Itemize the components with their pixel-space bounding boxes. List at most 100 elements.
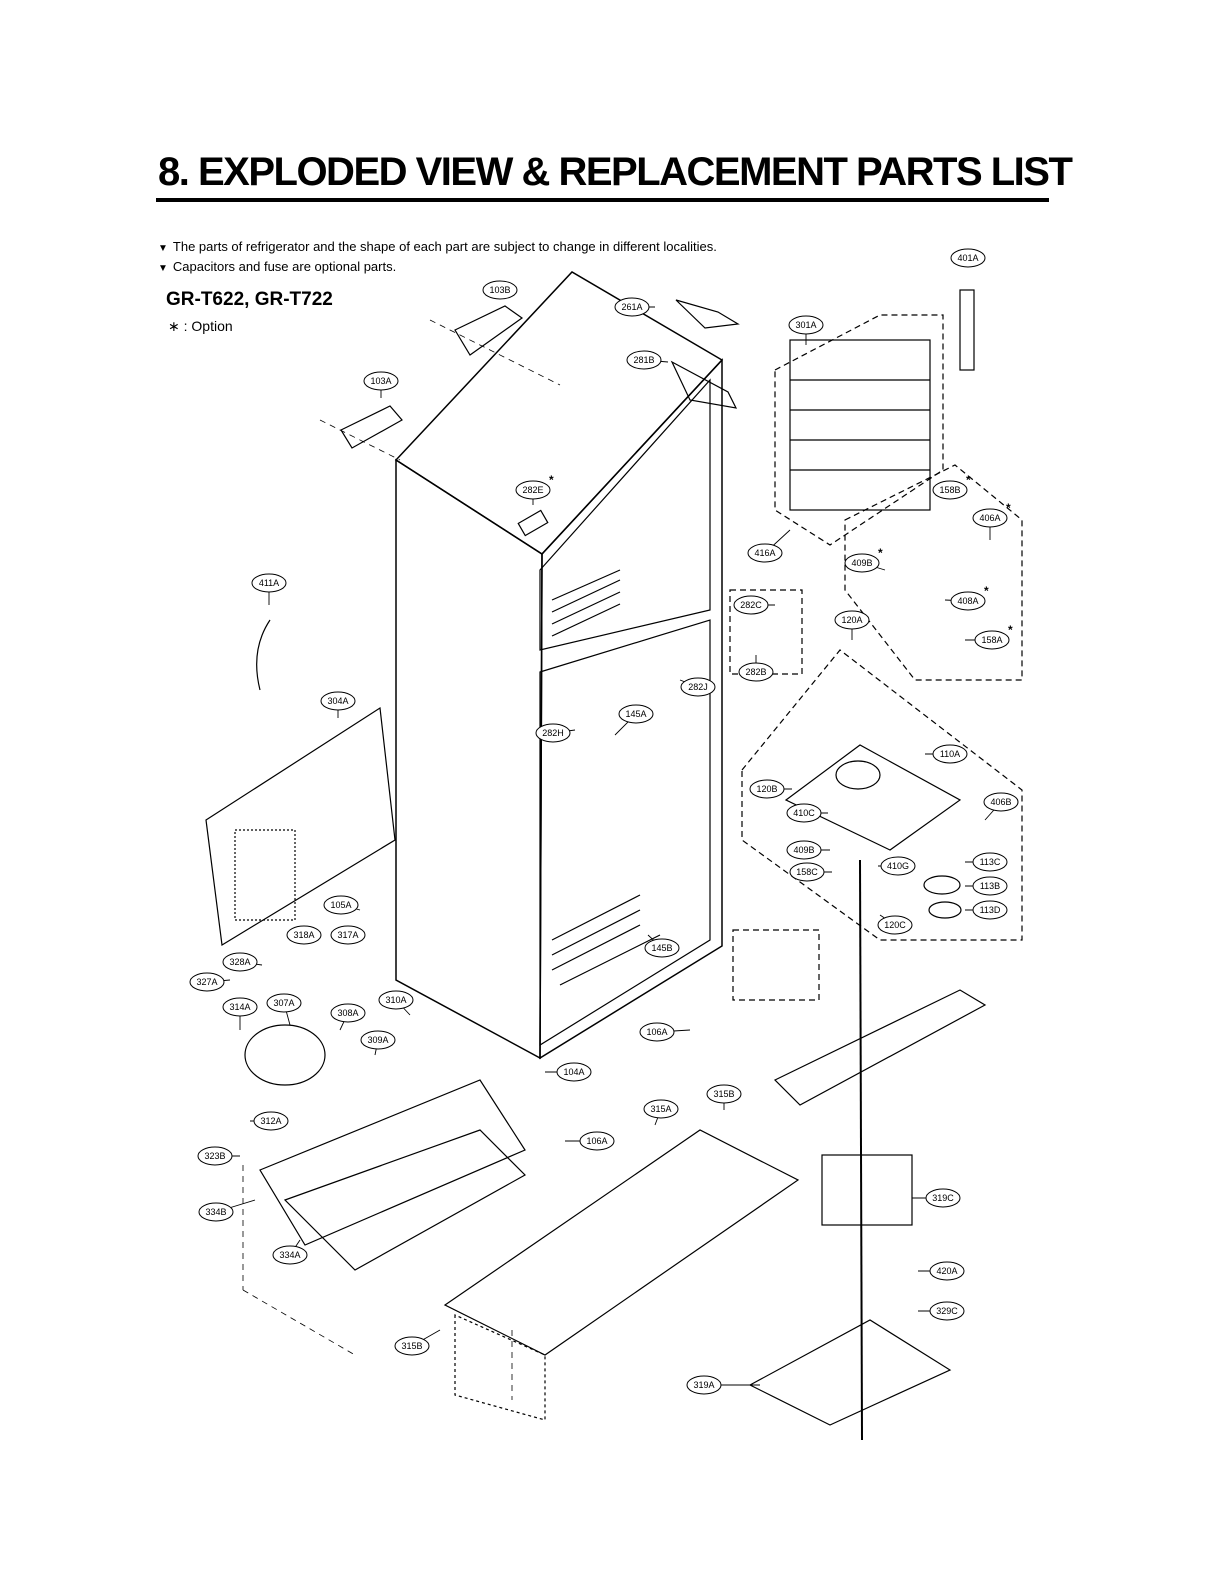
part-number: 416A bbox=[754, 548, 775, 558]
part-number: 282J bbox=[688, 682, 708, 692]
part-callout: 113B bbox=[972, 876, 1008, 896]
part-number: 409B bbox=[793, 845, 814, 855]
part-callout: 282J bbox=[680, 677, 716, 697]
callout-oval bbox=[880, 856, 916, 876]
part-callout: 420A bbox=[929, 1261, 965, 1281]
option-star-icon: * bbox=[966, 473, 971, 487]
callout-oval bbox=[197, 1146, 233, 1166]
part-callout: 319A bbox=[686, 1375, 722, 1395]
part-number: 261A bbox=[621, 302, 642, 312]
part-number: 304A bbox=[327, 696, 348, 706]
part-callout: 328A bbox=[222, 952, 258, 972]
part-number: 312A bbox=[260, 1116, 281, 1126]
callout-oval bbox=[834, 610, 870, 630]
part-callout: 317A bbox=[330, 925, 366, 945]
part-callout: 158C bbox=[789, 862, 825, 882]
part-callout: 409B bbox=[786, 840, 822, 860]
callout-oval bbox=[950, 248, 986, 268]
cabinet-drawing bbox=[394, 271, 724, 1060]
callout-oval bbox=[323, 895, 359, 915]
part-callout: 282C bbox=[733, 595, 769, 615]
part-number: 315B bbox=[401, 1341, 422, 1351]
part-callout: 304A bbox=[320, 691, 356, 711]
callout-oval bbox=[643, 1099, 679, 1119]
part-callout: 282E* bbox=[515, 473, 554, 500]
callout-oval bbox=[378, 990, 414, 1010]
option-star-icon: * bbox=[878, 546, 883, 560]
part-number: 281B bbox=[633, 355, 654, 365]
part-number: 310A bbox=[385, 995, 406, 1005]
callout-oval bbox=[974, 630, 1010, 650]
part-callout: 281B bbox=[626, 350, 662, 370]
callout-oval bbox=[983, 792, 1019, 812]
part-callout: 410C bbox=[786, 803, 822, 823]
part-callout: 120C bbox=[877, 915, 913, 935]
evaporator-coil bbox=[789, 289, 975, 511]
part-number: 282C bbox=[740, 600, 762, 610]
part-number: 329C bbox=[936, 1306, 958, 1316]
part-number: 120C bbox=[884, 920, 906, 930]
part-number: 315B bbox=[713, 1089, 734, 1099]
part-callout: 307A bbox=[266, 993, 302, 1013]
drain-tube bbox=[859, 859, 863, 1441]
part-number: 120B bbox=[756, 784, 777, 794]
part-callout: 106A bbox=[639, 1022, 675, 1042]
part-callout: 282H bbox=[535, 723, 571, 743]
callout-oval bbox=[932, 744, 968, 764]
condenser-drawing bbox=[259, 1079, 526, 1246]
part-number: 334B bbox=[205, 1207, 226, 1217]
part-number: 113C bbox=[980, 857, 1001, 867]
rail-drawing bbox=[773, 989, 987, 1106]
part-callout: 110A bbox=[932, 744, 968, 764]
drawing bbox=[205, 271, 1023, 1441]
part-callout: 145B bbox=[644, 938, 680, 958]
part-number: 301A bbox=[795, 320, 816, 330]
callout-oval bbox=[747, 543, 783, 563]
part-callout: 334A bbox=[272, 1245, 308, 1265]
part-callout: 406B bbox=[983, 792, 1019, 812]
part-callout: 105A bbox=[323, 895, 359, 915]
part-callout: 120A bbox=[834, 610, 870, 630]
title-rule bbox=[156, 198, 1049, 202]
part-number: 103B bbox=[489, 285, 510, 295]
part-number: 158A bbox=[981, 635, 1002, 645]
part-callout: 310A bbox=[378, 990, 414, 1010]
note-1: ▼ The parts of refrigerator and the shape… bbox=[158, 239, 717, 254]
part-number: 105A bbox=[330, 900, 351, 910]
part-number: 411A bbox=[259, 578, 279, 588]
callout-oval bbox=[929, 1261, 965, 1281]
callout-oval bbox=[222, 952, 258, 972]
callout-oval bbox=[932, 480, 968, 500]
part-callout: 334B bbox=[198, 1202, 234, 1222]
part-callout: 315A bbox=[643, 1099, 679, 1119]
fan-assembly bbox=[748, 1154, 952, 1426]
callout-oval bbox=[482, 280, 518, 300]
callout-oval bbox=[738, 662, 774, 682]
part-number: 420A bbox=[936, 1266, 957, 1276]
part-number: 401A bbox=[957, 253, 978, 263]
part-callout: 308A bbox=[330, 1003, 366, 1023]
note-bullet-icon: ▼ bbox=[158, 243, 168, 254]
part-callout: 301A bbox=[788, 315, 824, 335]
option-legend: ∗ : Option bbox=[168, 318, 233, 334]
part-callout: 327A bbox=[189, 972, 225, 992]
callout-oval bbox=[614, 297, 650, 317]
callout-oval bbox=[253, 1111, 289, 1131]
option-star-icon: * bbox=[549, 473, 554, 487]
callout-oval bbox=[286, 925, 322, 945]
part-number: 120A bbox=[841, 615, 862, 625]
callout-oval bbox=[320, 691, 356, 711]
part-callout: 408A* bbox=[950, 584, 989, 611]
part-number: 113B bbox=[980, 881, 1000, 891]
part-number: 158C bbox=[796, 867, 818, 877]
callout-oval bbox=[844, 553, 880, 573]
power-cord bbox=[256, 619, 271, 691]
callout-oval bbox=[749, 779, 785, 799]
guide-lines bbox=[242, 319, 561, 1400]
part-number: 158B bbox=[939, 485, 960, 495]
evaporator-box bbox=[729, 314, 1023, 1001]
part-callout: 158A* bbox=[974, 623, 1013, 650]
note-text: The parts of refrigerator and the shape … bbox=[172, 239, 717, 254]
callout-oval bbox=[556, 1062, 592, 1082]
